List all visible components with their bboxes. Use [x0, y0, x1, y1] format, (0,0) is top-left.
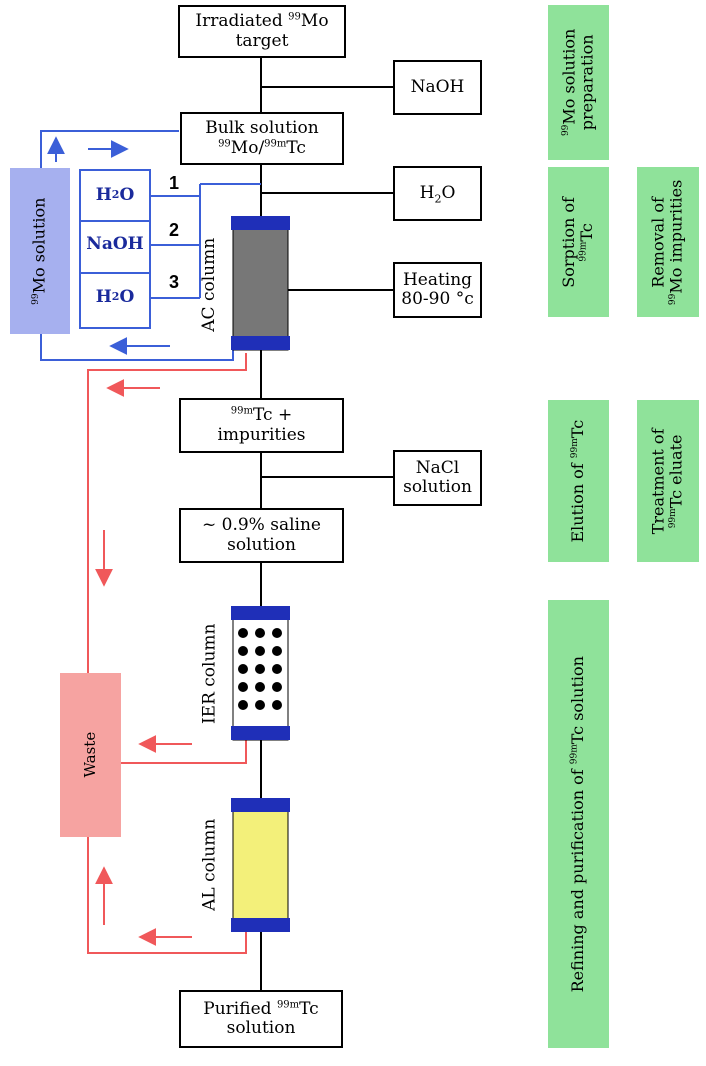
purified-solution-box: Purified 99mTc solution	[179, 990, 343, 1048]
wash-step-number-1: 1	[169, 173, 180, 193]
ac-column	[231, 216, 290, 351]
wash-arrows	[47, 136, 170, 355]
wash-naoh-label: NaOH	[86, 234, 144, 254]
wash-step-number-3: 3	[169, 272, 180, 292]
heating-box: Heating 80-90 °c	[393, 262, 482, 318]
waste-lines	[87, 353, 247, 954]
h2o-reagent-box: H2O	[393, 166, 482, 221]
ier-column	[231, 606, 290, 741]
waste-box: Waste	[60, 673, 121, 837]
ac-column-label: AC column	[199, 238, 220, 332]
al-column-label: AL column	[199, 818, 220, 912]
resin-beads	[238, 628, 282, 710]
wash-step-number-2: 2	[169, 220, 180, 240]
irradiated-target-box: Irradiated 99Mo target	[178, 5, 346, 58]
stage-elution: Elution of 99mTc	[548, 400, 609, 562]
main-flow-line	[260, 58, 393, 990]
bulk-solution-box: Bulk solution 99Mo/99mTc	[180, 112, 344, 165]
waste-arrows	[95, 379, 192, 946]
tc-impurities-box: 99mTc + impurities	[179, 398, 344, 453]
naoh-reagent-box: NaOH	[393, 60, 482, 115]
mo-solution-box: 99Mo solution	[10, 168, 70, 334]
wash-lines	[40, 130, 261, 361]
saline-solution-box: ~ 0.9% saline solution	[179, 508, 344, 563]
al-column	[231, 798, 290, 932]
ier-column-label: IER column	[199, 623, 220, 725]
stage-refining: Refining and purification of 99mTc solut…	[548, 600, 609, 1048]
nacl-reagent-box: NaCl solution	[393, 450, 482, 506]
